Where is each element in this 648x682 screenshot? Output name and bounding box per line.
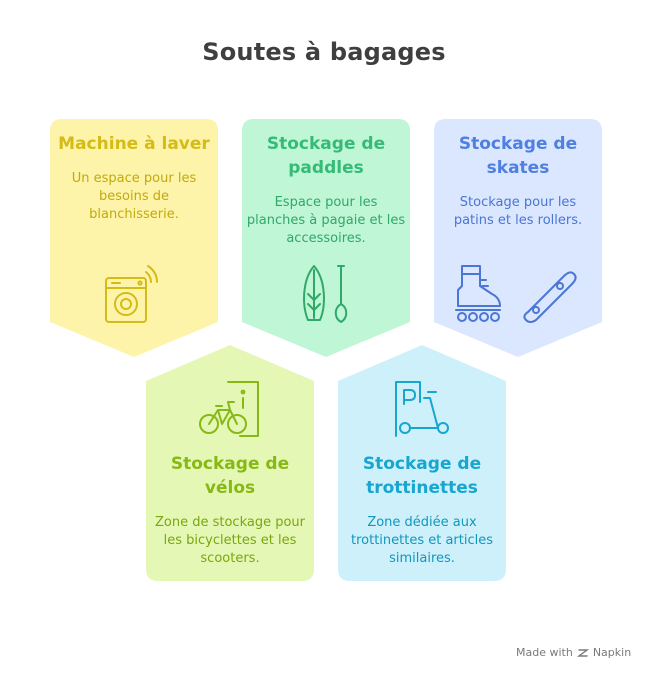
card-description: Stockage pour les patins et les rollers. — [453, 195, 583, 228]
skates-icon — [455, 265, 577, 323]
card-scooters: Stockage de trottinettes Zone dédiée aux… — [342, 452, 502, 568]
card-washing-machine: Machine à laver Un espace pour les besoi… — [54, 132, 214, 224]
card-shape-washing-machine — [50, 119, 218, 357]
scooter-parking-icon — [395, 381, 449, 437]
card-description: Espace pour les planches à pagaie et les… — [246, 195, 406, 246]
card-shape-skates — [434, 119, 602, 357]
washing-machine-icon — [105, 265, 158, 323]
napkin-logo-icon — [576, 648, 589, 657]
card-skates: Stockage de skates Stockage pour les pat… — [438, 132, 598, 230]
bicycle-icon — [199, 381, 259, 437]
card-title: Stockage de trottinettes — [362, 454, 482, 498]
card-shape-paddles — [242, 119, 410, 357]
card-description: Un espace pour les besoins de blanchisse… — [71, 171, 197, 222]
napkin-brand: Napkin — [592, 646, 632, 659]
card-shape-scooters — [338, 345, 506, 581]
card-bikes: Stockage de vélos Zone de stockage pour … — [150, 452, 310, 568]
card-paddles: Stockage de paddles Espace pour les plan… — [246, 132, 406, 248]
paddle-board-icon — [303, 265, 348, 323]
card-title: Machine à laver — [58, 134, 210, 154]
card-title: Stockage de vélos — [170, 454, 290, 498]
made-with-label: Made with — [516, 646, 573, 659]
card-title: Stockage de skates — [458, 134, 578, 178]
page-title: Soutes à bagages — [202, 38, 446, 66]
made-with-napkin: Made with Napkin — [516, 646, 631, 659]
card-title: Stockage de paddles — [266, 134, 386, 178]
card-description: Zone dédiée aux trottinettes et articles… — [350, 515, 494, 566]
card-description: Zone de stockage pour les bicyclettes et… — [154, 515, 306, 566]
card-shape-bikes — [146, 345, 314, 581]
